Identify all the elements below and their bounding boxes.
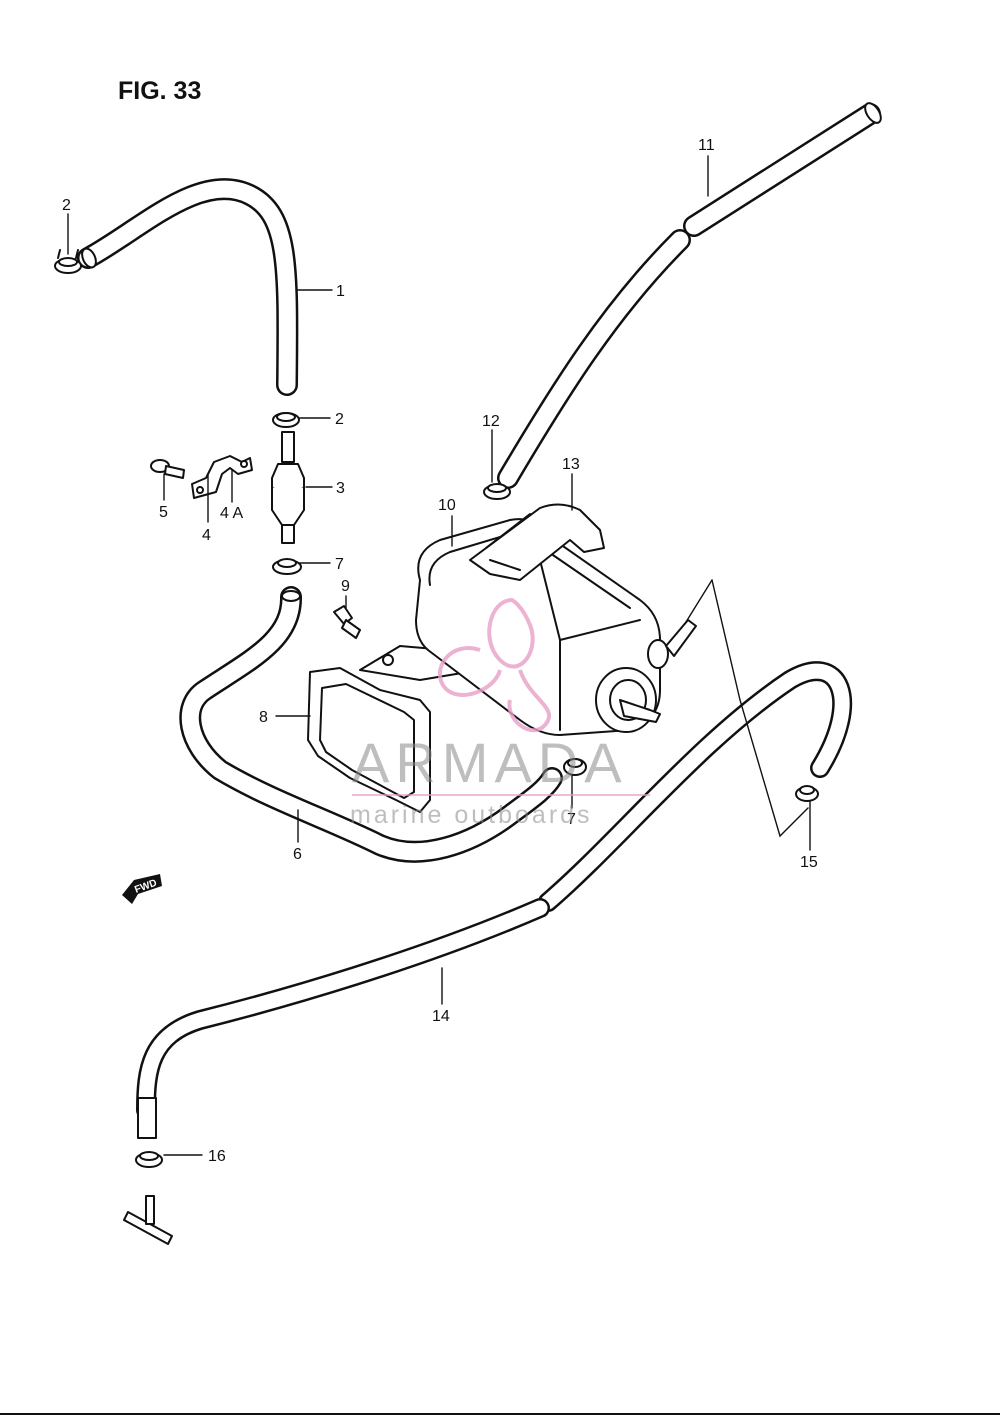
part-16-clamp: [135, 1151, 163, 1168]
callout-15: 15: [800, 854, 818, 871]
callout-2: 2: [335, 411, 344, 428]
part-7-clamp-upper: [272, 558, 302, 575]
callout-3: 3: [336, 480, 345, 497]
callout-14: 14: [432, 1008, 450, 1025]
t-fitting: [123, 1195, 173, 1245]
callout-16: 16: [208, 1148, 226, 1165]
watermark-tagline: marine outboards: [350, 801, 593, 829]
part-3-filter: [271, 431, 305, 544]
leader-vent: [685, 579, 713, 623]
callout-7: 7: [335, 556, 344, 573]
callout-9: 9: [341, 578, 350, 595]
part-4-bracket: [191, 455, 253, 499]
callout-7: 7: [567, 811, 576, 828]
callout-2: 2: [62, 197, 71, 214]
callout-10: 10: [438, 497, 456, 514]
part-11-hose: [497, 102, 882, 489]
part-6-hose: [179, 586, 563, 863]
callout-13: 13: [562, 456, 580, 473]
part-9-bolt: [333, 605, 361, 639]
part-2-clamp-mid: [272, 412, 300, 428]
leader-lines: [67, 155, 811, 1156]
leader-15-bracket: [711, 579, 809, 838]
callout-12: 12: [482, 413, 500, 430]
callout-6: 6: [293, 846, 302, 863]
part-10-canister: [415, 518, 697, 736]
part-2-clamp-left: [54, 249, 82, 274]
part-7-clamp-lower: [563, 758, 587, 776]
callout-labels: 2 1 2 3 4 4 A 5 7 9 8 6 10 11 12 13 7 14…: [62, 137, 818, 1165]
fwd-arrow-icon: FWD: [122, 874, 162, 904]
callout-8: 8: [259, 709, 268, 726]
watermark: ARMADA marine outboards: [350, 597, 650, 829]
callout-5: 5: [159, 504, 168, 521]
callout-1: 1: [336, 283, 345, 300]
watermark-brand: ARMADA: [352, 731, 628, 794]
part-5-screw: [150, 459, 185, 479]
part-13-strap: [469, 503, 605, 581]
part-15-hose: [538, 661, 853, 912]
part-12-clamp: [483, 483, 511, 500]
callout-11: 11: [698, 137, 715, 154]
watermark-logo-icon: [438, 597, 552, 733]
part-1-hose: [77, 178, 299, 396]
callout-4a: 4 A: [220, 505, 243, 522]
part-14-hose: [136, 898, 550, 1139]
callout-4: 4: [202, 527, 211, 544]
figure-title: FIG. 33: [118, 77, 201, 105]
